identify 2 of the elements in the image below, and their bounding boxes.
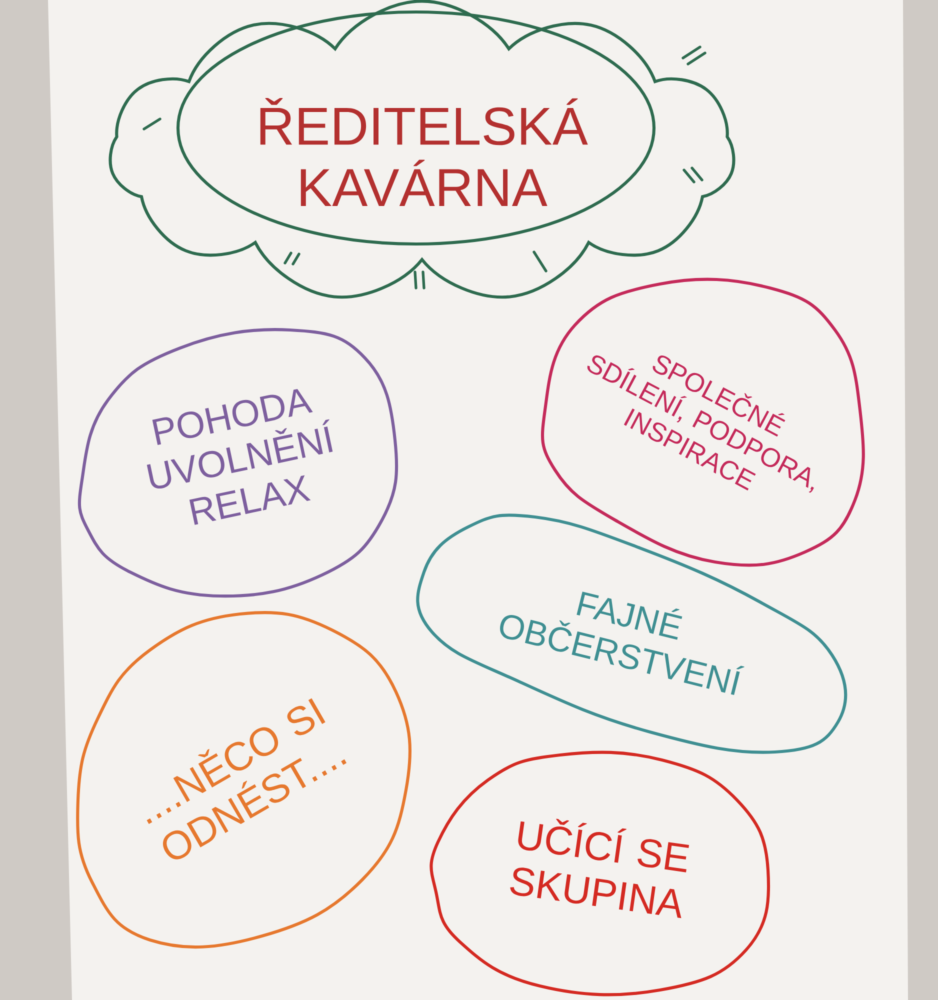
idea-bubble: UČÍCÍ SE SKUPINA — [430, 750, 770, 996]
cloud-bubble: ŘEDITELSKÁ KAVÁRNA — [108, 0, 736, 299]
